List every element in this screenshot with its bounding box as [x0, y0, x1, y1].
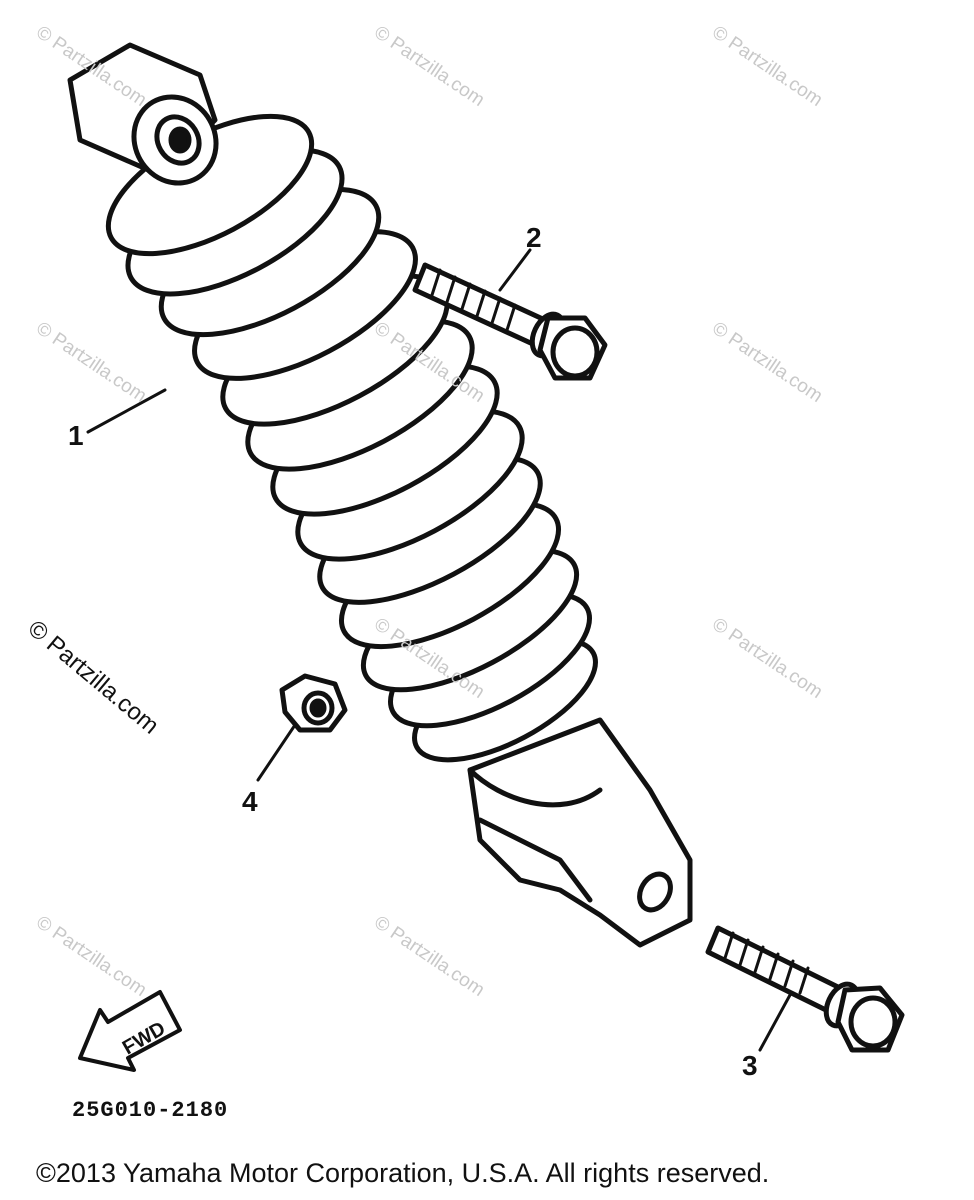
bolt-upper	[412, 262, 608, 381]
upper-mount-eye	[67, 42, 219, 186]
callout-2: 2	[526, 222, 542, 253]
callout-3: 3	[742, 1050, 758, 1081]
leader-1	[86, 388, 167, 434]
callout-1: 1	[68, 420, 84, 451]
mount-hole	[637, 871, 673, 913]
bolt-lower	[705, 925, 905, 1053]
drawing-code: 25G010-2180	[72, 1098, 229, 1123]
leader-2	[498, 248, 532, 292]
leader-4	[256, 723, 297, 782]
coil-spring	[105, 113, 598, 763]
copyright-notice: ©2013 Yamaha Motor Corporation, U.S.A. A…	[36, 1158, 770, 1188]
shock-lower-body	[467, 717, 693, 948]
callout-4: 4	[242, 786, 258, 817]
fwd-arrow-icon: FWD	[78, 990, 182, 1072]
nut	[279, 673, 348, 733]
leader-lines	[86, 248, 792, 1052]
leader-3	[758, 993, 792, 1052]
